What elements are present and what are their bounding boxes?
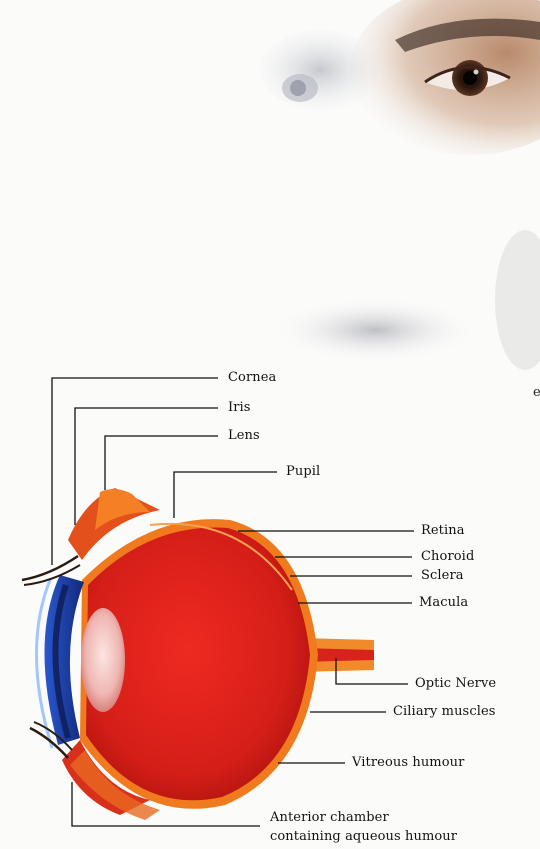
label-cornea: Cornea	[228, 370, 276, 385]
label-lens: Lens	[228, 428, 260, 443]
label-ciliary-muscles: Ciliary muscles	[393, 704, 496, 719]
label-iris: Iris	[228, 400, 251, 415]
lens-shape	[81, 608, 125, 712]
label-optic-nerve: Optic Nerve	[415, 676, 496, 691]
label-retina: Retina	[421, 523, 465, 538]
eye-cross-section	[22, 488, 374, 820]
pupil-leader	[174, 472, 277, 518]
lens-leader	[105, 436, 218, 490]
left-eye-photo	[260, 30, 380, 110]
label-anterior-chamber-line1: Anterior chamber	[270, 810, 389, 825]
label-choroid: Choroid	[421, 549, 474, 564]
label-vitreous-humour: Vitreous humour	[352, 755, 464, 770]
nose-shadow	[275, 298, 475, 362]
label-macula: Macula	[419, 595, 468, 610]
label-pupil: Pupil	[286, 464, 320, 479]
label-anterior-chamber-line2: containing aqueous humour	[270, 829, 457, 844]
edge-text-fragment: e	[533, 385, 540, 400]
label-sclera: Sclera	[421, 568, 464, 583]
